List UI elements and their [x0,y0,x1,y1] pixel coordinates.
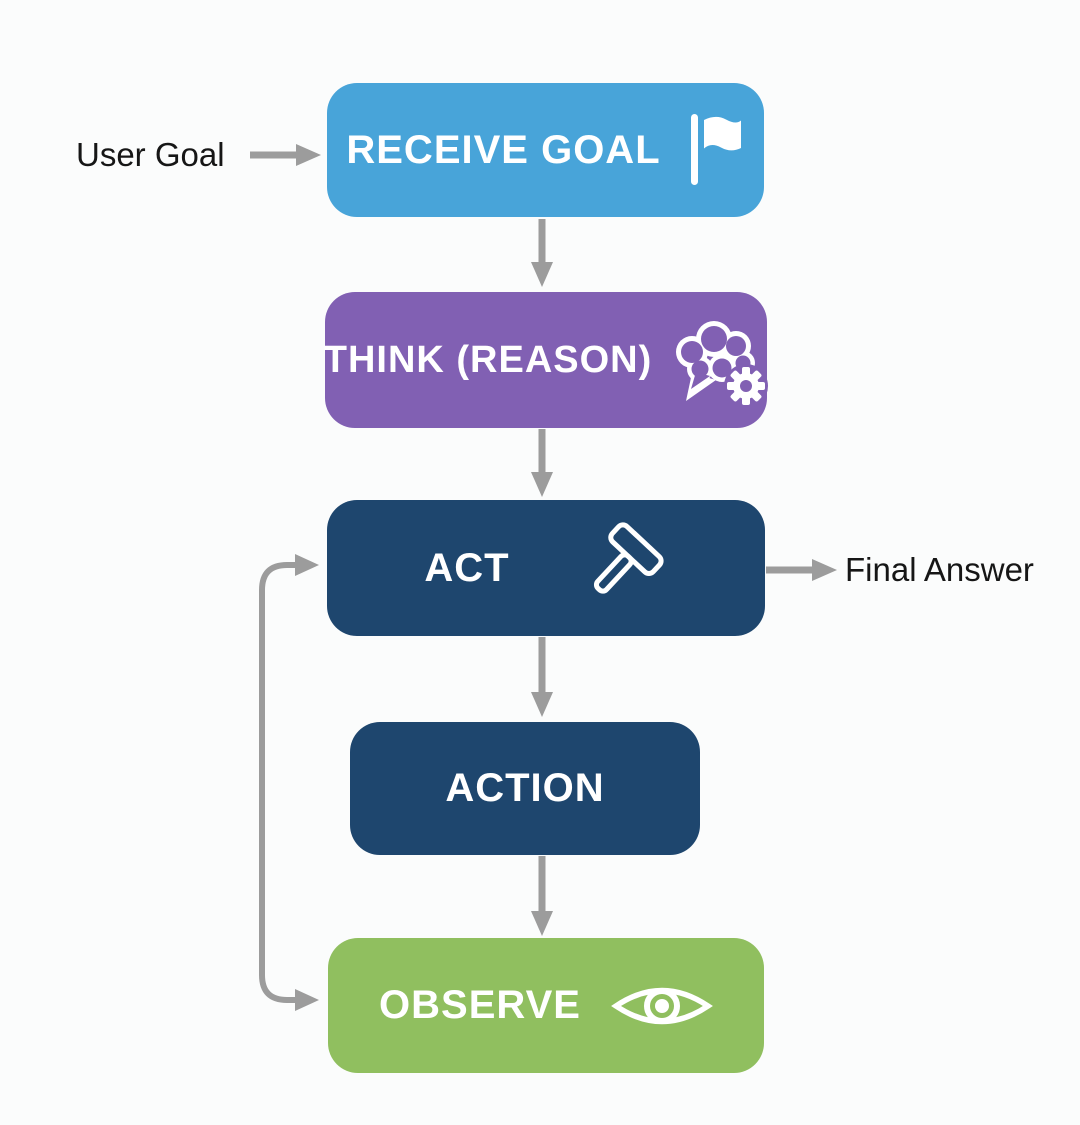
node-observe-label: OBSERVE [379,983,581,1027]
thought-bubble-gear-icon [676,321,769,408]
arrow-action-to-observe [531,856,553,936]
arrow-receive-goal-to-think [531,219,553,287]
node-action-label: ACTION [445,766,605,810]
hammer-icon [593,522,664,594]
arrow-act-to-action [531,637,553,717]
node-act-label: ACT [424,545,510,590]
node-think-reason-label: THINK (REASON) [323,338,653,381]
arrow-observe-act-loop [259,554,319,1011]
node-receive-goal-label: RECEIVE GOAL [346,127,661,172]
arrow-act-to-final-answer [766,559,837,581]
arrow-think-to-act [531,429,553,497]
final-answer-label: Final Answer [845,551,1034,588]
arrow-user-goal-to-receive-goal [250,144,321,166]
node-act: ACT [327,500,765,636]
user-goal-label: User Goal [76,136,225,173]
gear-icon [727,367,766,405]
node-observe: OBSERVE [328,938,764,1073]
node-think-reason: THINK (REASON) [323,292,769,428]
eye-icon [611,987,713,1024]
node-receive-goal: RECEIVE GOAL [327,83,764,217]
flag-icon [690,114,741,185]
node-action: ACTION [350,722,700,855]
